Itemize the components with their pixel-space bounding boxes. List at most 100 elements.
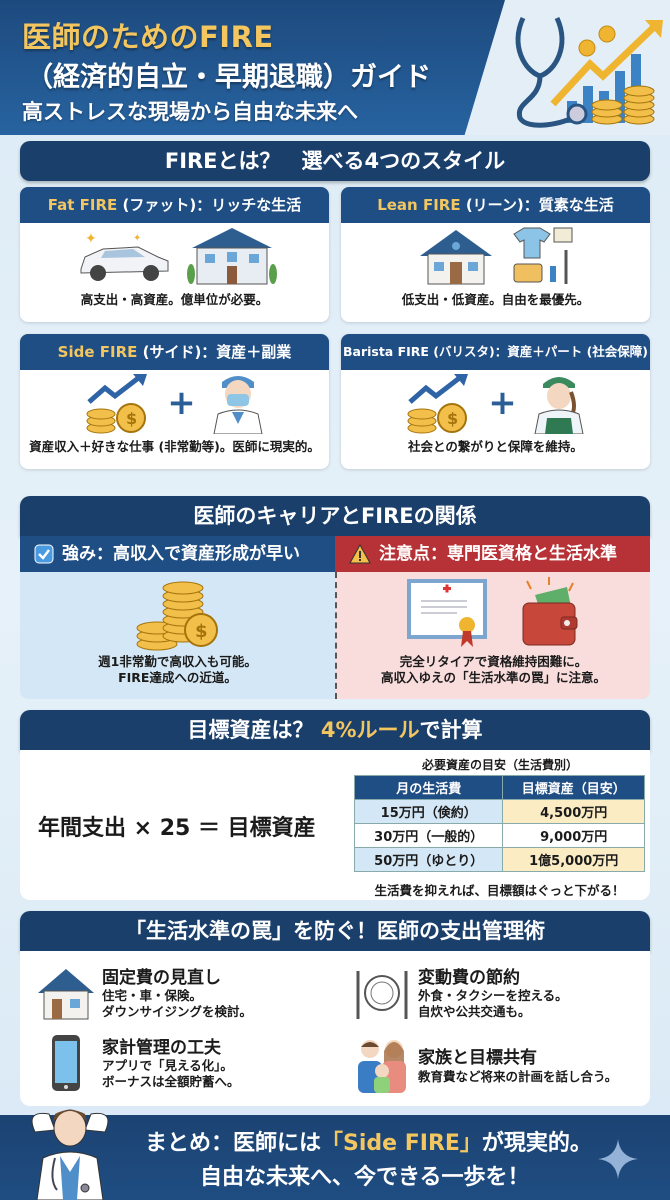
card-name: Side FIRE [57,343,138,361]
pros-title: 強み：高収入で資産形成が早い [62,544,300,564]
svg-text:$: $ [447,409,458,428]
section-title: 「生活水準の罠」を防ぐ！医師の支出管理術 [20,911,650,951]
pros-cons: 強み：高収入で資産形成が早い $ 週1非常勤で高収入も可能。 FIRE達成への近… [20,536,650,699]
tip-fixed-costs: 固定費の見直し 住宅・車・保険。ダウンサイジングを検討。 [36,963,336,1033]
table-row: 50万円（ゆとり）1億5,000万円 [353,847,645,872]
pros-header: 強み：高収入で資産形成が早い [20,536,335,572]
table-cell: 1億5,000万円 [502,847,645,872]
warning-icon [349,544,371,564]
summary-line1: まとめ：医師には「Side FIRE」が現実的。 [145,1131,592,1156]
career-section: 医師のキャリアとFIREの関係 強み：高収入で資産形成が早い $ 週1非常勤で高… [20,496,650,699]
table-note: 生活費を抑えれば、目標額はぐっと下がる！ [374,883,625,898]
plate-cutlery-icon [356,971,408,1019]
certificate-icon [406,579,487,647]
table-cell: 9,000万円 [502,823,645,848]
card-header: Fat FIRE (ファット)：リッチな生活 [20,187,329,223]
relaxed-doctor-icon [31,1109,109,1200]
style-card-barista: Barista FIRE (バリスタ)：資産＋パート (社会保障) $ + 社会… [341,334,650,469]
card-description: 高支出・高資産。億単位が必要。 [80,292,269,307]
asset-table: 月の生活費目標資産（目安） 15万円（倹約）4,500万円 30万円（一般的）9… [353,775,645,872]
table-cell: 50万円（ゆとり） [353,847,504,872]
table-header: 目標資産（目安） [502,775,645,800]
tip-desc: アプリで「見える化」。ボーナスは全額貯蓄へ。 [102,1058,240,1089]
calc-body: 年間支出 × 25 ＝ 目標資産 必要資産の目安（生活費別） 月の生活費目標資産… [20,750,650,900]
smartphone-icon [52,1035,80,1091]
tip-title: 固定費の見直し [102,968,221,988]
card-description: 低支出・低資産。自由を最優先。 [401,292,590,307]
card-name: Lean FIRE [377,196,461,214]
fire-styles-section: FIREとは？ 選べる4つのスタイル Fat FIRE (ファット)：リッチな生… [20,141,650,481]
small-house-icon [419,230,492,285]
card-label: (ファット)：リッチな生活 [117,196,302,214]
plus-icon: + [488,383,517,423]
table-row: 15万円（倹約）4,500万円 [353,799,645,824]
card-illustration: ✦✦ [20,223,329,289]
section-title: FIREとは？ 選べる4つのスタイル [20,141,650,181]
pros-line1: 週1非常勤で高収入も可能。 [98,654,257,669]
card-label: (サイド)：資産＋副業 [137,343,292,361]
card-header: Barista FIRE (バリスタ)：資産＋パート (社会保障) [341,334,650,370]
spending-tips-section: 「生活水準の罠」を防ぐ！医師の支出管理術 固定費の見直し 住宅・車・保険。ダウン… [20,911,650,1106]
card-illustration: $ + [20,370,329,436]
table-caption: 必要資産の目安（生活費別） [421,758,578,772]
family-icon [358,1040,406,1093]
pros-panel: 強み：高収入で資産形成が早い $ 週1非常勤で高収入も可能。 FIRE達成への近… [20,536,335,699]
luxury-car-icon: ✦✦ [80,231,168,281]
tip-household-budget: 家計管理の工夫 アプリで「見える化」。ボーナスは全額貯蓄へ。 [36,1033,336,1103]
card-illustration [341,223,650,289]
checkbox-icon [34,544,54,564]
cons-line2: 高収入ゆえの「生活水準の罠」に注意。 [380,670,606,685]
card-name: Fat FIRE [47,196,118,214]
title-post: で計算 [419,718,483,742]
coins-growth-icon: $ [407,374,469,434]
table-cell: 15万円（倹約） [353,799,504,824]
title-highlight: 4%ルール [320,718,420,742]
style-card-side: Side FIRE (サイド)：資産＋副業 $ + 資産収入＋好きな仕事 (非常… [20,334,329,469]
mansion-icon [186,228,277,285]
tip-title: 家計管理の工夫 [102,1038,221,1058]
house-icon [38,969,94,1020]
summary-footer: まとめ：医師には「Side FIRE」が現実的。 自由な未来へ、今できる一歩を！ [0,1115,670,1200]
doctor-icon [213,376,263,434]
tip-family-goals: 家族と目標共有 教育費など将来の計画を話し合う。 [352,1033,652,1103]
table-cell: 30万円（一般的） [353,823,504,848]
pros-body: $ 週1非常勤で高収入も可能。 FIRE達成への近道。 [20,572,335,699]
summary-line2: 自由な未来へ、今できる一歩を！ [200,1165,530,1190]
hero-title-band [0,0,505,135]
cons-line1: 完全リタイアで資格維持困難に。 [399,654,588,669]
card-illustration: $ + [341,370,650,436]
wallet-icon [522,577,577,646]
tip-title: 家族と目標共有 [418,1048,537,1068]
tip-desc: 教育費など将来の計画を話し合う。 [418,1069,618,1084]
tip-desc: 住宅・車・保険。ダウンサイジングを検討。 [102,988,253,1019]
card-label: (リーン)：質素な生活 [460,196,614,214]
table-cell: 4,500万円 [502,799,645,824]
section-title: 医師のキャリアとFIREの関係 [20,496,650,536]
hero-title: 医師のためのFIRE [22,20,274,54]
style-card-lean: Lean FIRE (リーン)：質素な生活 低支出・低資産。自由を最優先。 [341,187,650,322]
tip-desc: 外食・タクシーを控える。自炊や公共交通も。 [418,988,568,1019]
svg-text:$: $ [126,409,137,428]
hero-subtitle: 高ストレスな現場から自由な未来へ [22,100,358,124]
card-description: 資産収入＋好きな仕事 (非常勤等)。医師に現実的。 [29,439,320,454]
table-row: 30万円（一般的）9,000万円 [353,823,645,848]
barista-icon [534,377,584,434]
cons-title: 注意点：専門医資格と生活水準 [379,544,617,564]
tip-variable-costs: 変動費の節約 外食・タクシーを控える。自炊や公共交通も。 [352,963,652,1033]
svg-text:✦: ✦ [133,233,141,244]
title-pre: 目標資産は？ [187,718,321,742]
cons-header: 注意点：専門医資格と生活水準 [335,536,650,572]
card-header: Lean FIRE (リーン)：質素な生活 [341,187,650,223]
hero-banner: 医師のためのFIRE （経済的自立・早期退職）ガイド 高ストレスな現場から自由な… [0,0,670,135]
card-description: 社会との繋がりと保障を維持。 [408,439,583,454]
style-card-fat: Fat FIRE (ファット)：リッチな生活 ✦✦ 高支出・高資産。億単位が必要… [20,187,329,322]
svg-text:$: $ [195,621,208,642]
card-label: (バリスタ)：資産＋パート (社会保障) [428,344,649,359]
cons-body: 完全リタイアで資格維持困難に。 高収入ゆえの「生活水準の罠」に注意。 [335,572,650,699]
pros-line2: FIRE達成への近道。 [118,670,237,685]
sparkle-icon [598,1139,638,1179]
cons-panel: 注意点：専門医資格と生活水準 完全リタイアで資格維持困難に。 高収入ゆえの「生活… [335,536,650,699]
coins-growth-icon: $ [86,374,148,434]
coin-stack-icon: $ [136,581,218,651]
card-name: Barista FIRE [342,344,429,359]
